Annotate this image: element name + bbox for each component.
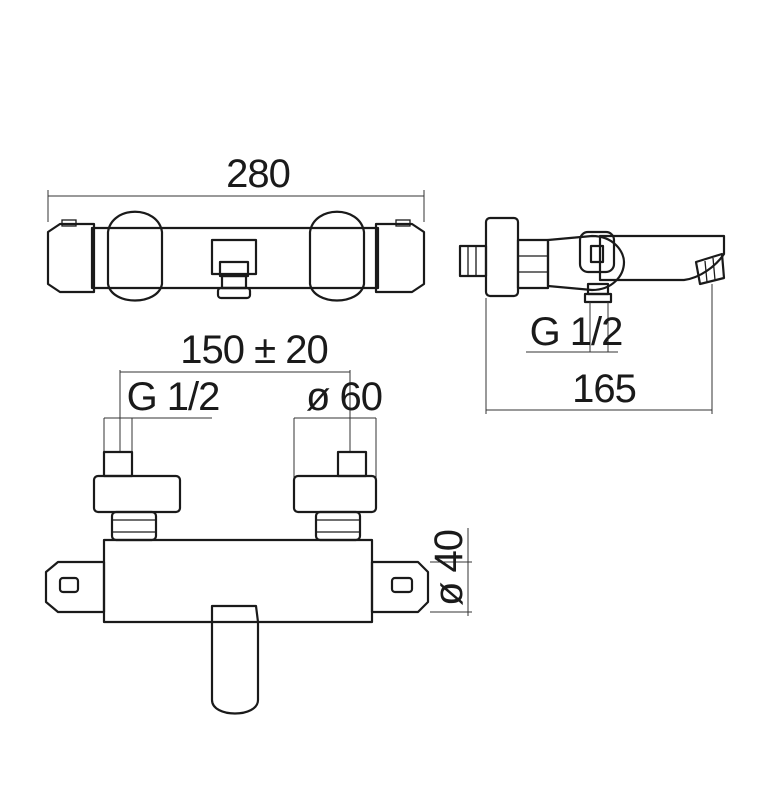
dim-depth: 165 [572, 367, 636, 411]
dim-overall-width: 280 [226, 152, 290, 196]
front-left-fitting [102, 450, 134, 478]
side-diverter [578, 230, 616, 274]
front-left-nut [110, 510, 158, 542]
side-spout [598, 234, 726, 282]
top-diverter [210, 238, 258, 276]
front-view: 150 ± 20 G 1/2 ø 60 [44, 328, 472, 715]
front-right-handle [292, 474, 378, 514]
front-right-fitting [336, 450, 368, 478]
side-body [546, 234, 626, 292]
top-right-handle [308, 210, 366, 302]
top-outlet [220, 274, 248, 290]
side-view: G 1/2 165 [458, 216, 726, 414]
front-body [102, 538, 374, 624]
side-wall-connector [458, 244, 488, 278]
top-left-handle [106, 210, 164, 302]
front-left-handle [92, 474, 182, 514]
front-right-nut [314, 510, 362, 542]
side-flange [484, 216, 520, 298]
front-right-cap [370, 560, 430, 614]
top-view: 280 [46, 152, 426, 302]
side-nut [516, 238, 550, 290]
dim-handle-diameter: ø 60 [306, 375, 382, 419]
top-body [90, 226, 380, 290]
front-spout [210, 604, 260, 715]
front-right-button [390, 576, 414, 594]
front-left-button [58, 576, 80, 594]
dim-body-diameter: ø 40 [427, 530, 471, 606]
top-right-cap [374, 222, 426, 294]
dim-connection-distance: 150 ± 20 [180, 328, 327, 372]
front-left-cap [44, 560, 106, 614]
dim-thread-side: G 1/2 [530, 310, 623, 354]
dim-thread-left: G 1/2 [127, 375, 220, 419]
top-left-cap [46, 222, 96, 294]
